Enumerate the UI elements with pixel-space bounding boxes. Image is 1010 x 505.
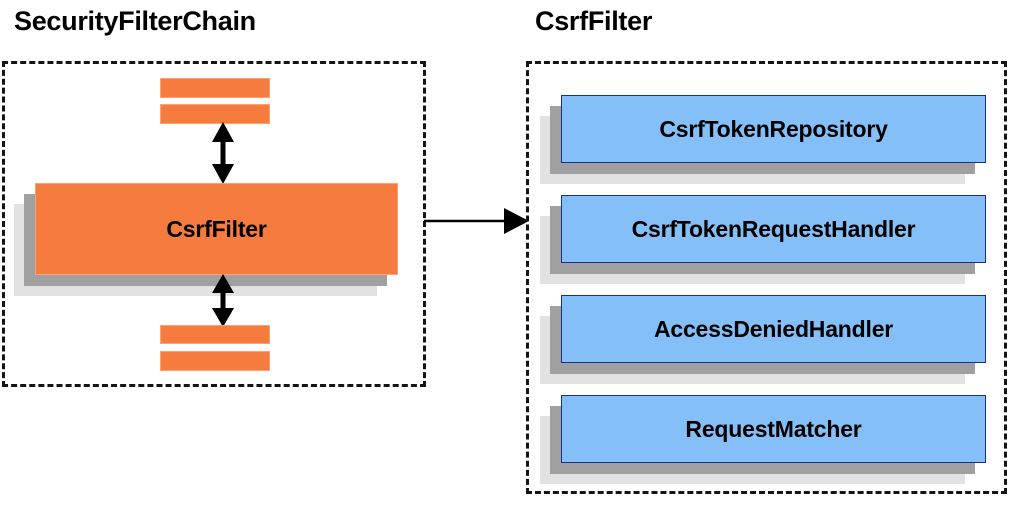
node-csrftokenrepository-label: CsrfTokenRepository (561, 95, 986, 163)
panel-title-csrffilter: CsrfFilter (535, 6, 653, 36)
filter-stub-bottom-2 (160, 351, 270, 371)
node-csrffilter-label: CsrfFilter (35, 183, 398, 275)
node-requestmatcher[interactable]: RequestMatcher (540, 395, 986, 484)
node-accessdeniedhandler-label: AccessDeniedHandler (561, 295, 986, 363)
panel-security-filter-chain (2, 61, 426, 387)
node-requestmatcher-label: RequestMatcher (561, 395, 986, 463)
filter-stub-top-1 (160, 78, 270, 98)
node-accessdeniedhandler[interactable]: AccessDeniedHandler (540, 295, 986, 384)
node-csrffilter[interactable]: CsrfFilter (14, 183, 398, 296)
node-csrftokenrequesthandler-label: CsrfTokenRequestHandler (561, 195, 986, 263)
arrow-connector-csrffilter-to-panel (424, 205, 529, 237)
arrow-top-double-headed (208, 122, 238, 184)
node-csrftokenrequesthandler[interactable]: CsrfTokenRequestHandler (540, 195, 986, 284)
arrow-bottom-double-headed (208, 274, 238, 327)
filter-stub-top-2 (160, 104, 270, 124)
node-csrftokenrepository[interactable]: CsrfTokenRepository (540, 95, 986, 184)
filter-stub-bottom-1 (160, 325, 270, 344)
panel-title-security-filter-chain: SecurityFilterChain (14, 6, 256, 36)
panel-csrffilter (526, 61, 1007, 494)
